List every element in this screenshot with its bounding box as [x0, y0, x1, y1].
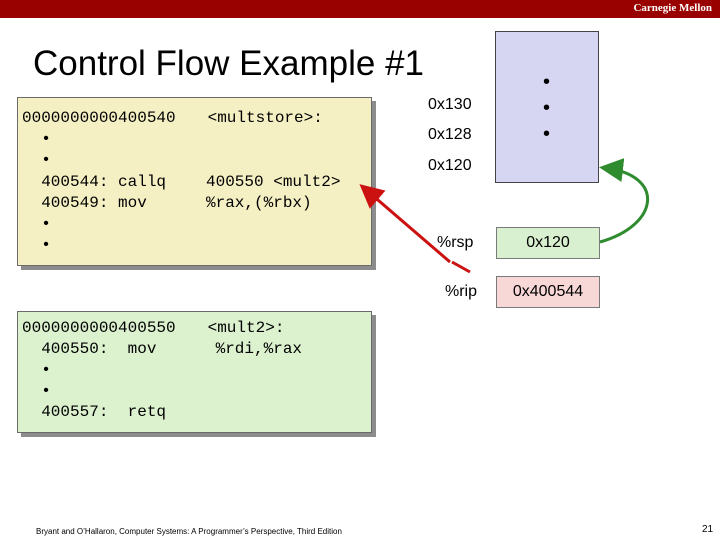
- stack-address-label: 0x130: [428, 96, 472, 113]
- code-line-addr: 0000000000400540: [22, 109, 176, 127]
- stack-diagram: • • •: [495, 31, 599, 183]
- rsp-register-value: 0x120: [496, 227, 600, 259]
- code-block-mult2: 0000000000400550 <mult2>: 400550: mov %r…: [17, 311, 372, 433]
- footer-credit: Bryant and O’Hallaron, Computer Systems:…: [36, 527, 342, 536]
- rip-register-value: 0x400544: [496, 276, 600, 308]
- rip-arrow-tail: [451, 260, 471, 274]
- code-line-instr: %rdi,%rax: [206, 340, 303, 358]
- code-line-addr: •: [22, 361, 51, 379]
- stack-address-label: 0x128: [428, 126, 472, 143]
- code-line-addr: 400544: callq: [22, 173, 167, 191]
- stack-ellipsis-dot: •: [543, 123, 551, 145]
- code-line-addr: •: [22, 151, 51, 169]
- code-block-multstore: 0000000000400540 <multstore>: • • 400544…: [17, 97, 372, 266]
- stack-ellipsis-dot: •: [543, 97, 551, 119]
- rsp-register-label: %rsp: [437, 234, 474, 251]
- code-line-instr: <mult2>:: [198, 319, 285, 337]
- code-line-instr: 400550 <mult2>: [206, 173, 341, 191]
- code-line-instr: <multstore>:: [198, 109, 323, 127]
- stack-address-label: 0x120: [428, 157, 472, 174]
- rip-register-label: %rip: [445, 283, 478, 300]
- header-bar: Carnegie Mellon: [0, 0, 720, 18]
- code-line-addr: •: [22, 236, 51, 254]
- code-line-addr: 400557: retq: [22, 403, 167, 421]
- stack-ellipsis-dot: •: [543, 71, 551, 93]
- code-line-addr: •: [22, 215, 51, 233]
- slide-title: Control Flow Example #1: [33, 44, 424, 83]
- code-line-instr: %rax,(%rbx): [206, 194, 312, 212]
- page-number: 21: [702, 524, 714, 535]
- code-line-addr: 400549: mov: [22, 194, 147, 212]
- code-line-addr: 400550: mov: [22, 340, 157, 358]
- code-line-addr: •: [22, 382, 51, 400]
- brand-label: Carnegie Mellon: [633, 2, 712, 14]
- code-line-addr: 0000000000400550: [22, 319, 176, 337]
- rsp-pointer-arrow: [599, 158, 649, 244]
- code-line-addr: •: [22, 130, 51, 148]
